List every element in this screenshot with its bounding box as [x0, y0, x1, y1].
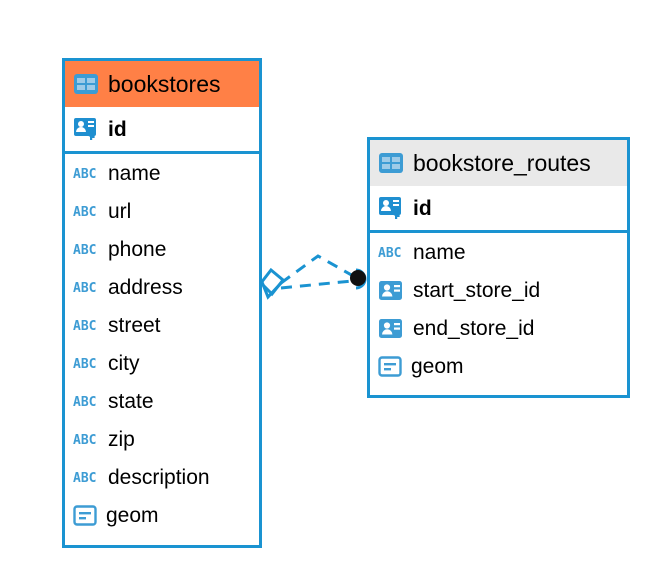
field-label: url — [108, 199, 132, 223]
field-row-start-store-id[interactable]: start_store_id — [370, 271, 627, 309]
table-icon — [74, 74, 98, 94]
svg-text:ABC: ABC — [73, 319, 96, 333]
text-type-icon: ABC — [73, 395, 96, 409]
field-label: state — [108, 389, 154, 413]
primary-key-icon — [379, 197, 401, 219]
field-label: city — [108, 351, 140, 375]
field-row-city[interactable]: ABC city — [65, 344, 259, 382]
primary-key-icon — [74, 118, 96, 140]
text-type-icon: ABC — [73, 319, 96, 333]
field-label: street — [108, 313, 161, 337]
svg-text:ABC: ABC — [73, 205, 96, 219]
entity-bookstores[interactable]: bookstores id ABC name — [62, 58, 262, 548]
field-label: phone — [108, 237, 167, 261]
field-label: zip — [108, 427, 135, 451]
field-label: start_store_id — [413, 278, 541, 302]
field-row-primary-key[interactable]: id — [65, 107, 259, 151]
svg-text:ABC: ABC — [73, 281, 96, 295]
field-row-description[interactable]: ABC description — [65, 458, 259, 496]
svg-text:ABC: ABC — [73, 395, 96, 409]
field-row-state[interactable]: ABC state — [65, 382, 259, 420]
primary-key-divider — [65, 151, 259, 154]
field-label: end_store_id — [413, 316, 535, 340]
field-row-name[interactable]: ABC name — [65, 154, 259, 192]
field-label: id — [413, 196, 432, 220]
field-row-phone[interactable]: ABC phone — [65, 230, 259, 268]
entity-bookstore-routes[interactable]: bookstore_routes id ABC name — [367, 137, 630, 398]
field-label: id — [108, 117, 127, 141]
svg-text:ABC: ABC — [73, 167, 96, 181]
svg-text:ABC: ABC — [73, 433, 96, 447]
foreign-key-icon — [379, 280, 402, 300]
entity-title: bookstores — [108, 70, 221, 97]
field-list-bookstores: ABC name ABC url ABC phone ABC — [65, 154, 259, 534]
primary-key-divider — [370, 230, 627, 233]
relationship-line-lower — [280, 279, 353, 290]
field-label: name — [413, 240, 466, 264]
field-label: geom — [106, 503, 159, 527]
svg-text:ABC: ABC — [73, 471, 96, 485]
field-label: geom — [411, 354, 464, 378]
field-label: name — [108, 161, 161, 185]
entity-title: bookstore_routes — [413, 149, 591, 176]
field-label: description — [108, 465, 210, 489]
table-icon — [379, 153, 403, 173]
field-row-url[interactable]: ABC url — [65, 192, 259, 230]
text-type-icon: ABC — [73, 205, 96, 219]
foreign-key-icon — [379, 318, 402, 338]
text-type-icon: ABC — [73, 471, 96, 485]
svg-text:ABC: ABC — [73, 243, 96, 257]
text-type-icon: ABC — [73, 281, 96, 295]
field-row-street[interactable]: ABC street — [65, 306, 259, 344]
field-row-end-store-id[interactable]: end_store_id — [370, 309, 627, 347]
geometry-type-icon — [378, 355, 402, 377]
text-type-icon: ABC — [73, 243, 96, 257]
entity-header-bookstore-routes[interactable]: bookstore_routes — [370, 140, 627, 186]
field-label: address — [108, 275, 183, 299]
field-row-primary-key[interactable]: id — [370, 186, 627, 230]
svg-text:ABC: ABC — [73, 357, 96, 371]
field-row-name[interactable]: ABC name — [370, 233, 627, 271]
diamond-crowsfoot-marker — [259, 267, 286, 300]
relationship-line-upper — [280, 254, 356, 285]
field-row-geom[interactable]: geom — [65, 496, 259, 534]
text-type-icon: ABC — [378, 246, 401, 260]
entity-header-bookstores[interactable]: bookstores — [65, 61, 259, 107]
text-type-icon: ABC — [73, 167, 96, 181]
svg-text:ABC: ABC — [378, 246, 401, 260]
filled-circle-marker — [350, 268, 367, 290]
text-type-icon: ABC — [73, 433, 96, 447]
field-row-geom[interactable]: geom — [370, 347, 627, 385]
field-row-zip[interactable]: ABC zip — [65, 420, 259, 458]
field-row-address[interactable]: ABC address — [65, 268, 259, 306]
geometry-type-icon — [73, 504, 97, 526]
text-type-icon: ABC — [73, 357, 96, 371]
field-list-bookstore-routes: ABC name start_store_id — [370, 233, 627, 385]
